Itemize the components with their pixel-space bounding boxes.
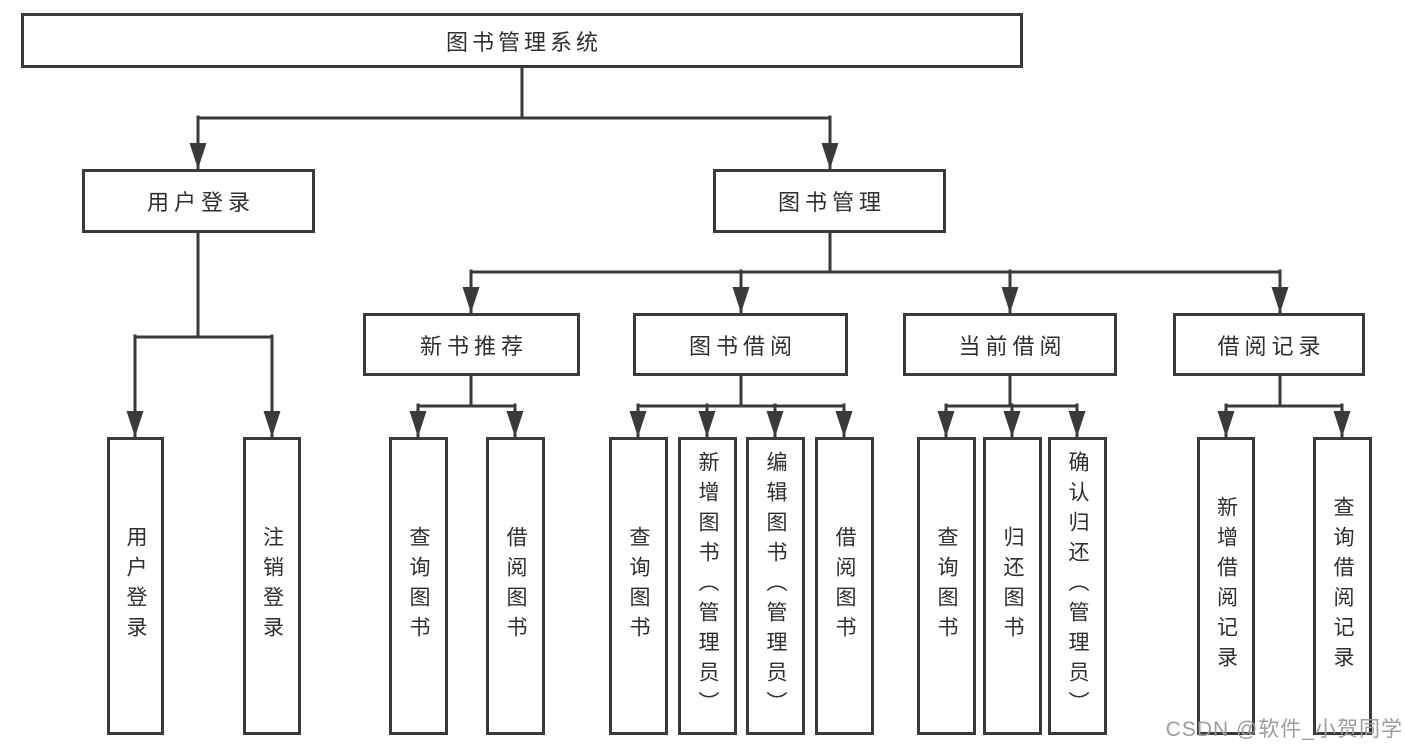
node-label: 借阅图书 <box>504 526 527 646</box>
node-book-management: 图书管理 <box>713 169 946 233</box>
node-borrowing-records: 借阅记录 <box>1173 313 1365 376</box>
connector-current-borrow-children <box>937 372 1086 438</box>
node-leaf-query-books-3: 查询图书 <box>917 437 976 735</box>
node-book-borrowing: 图书借阅 <box>633 313 848 376</box>
arrowhead <box>409 411 427 437</box>
node-leaf-borrow-books-1: 借阅图书 <box>486 437 545 735</box>
node-label: 确认归还（管理员） <box>1066 451 1089 721</box>
arrowhead <box>766 411 784 437</box>
node-leaf-return-books: 归还图书 <box>983 437 1042 735</box>
node-leaf-confirm-return-admin: 确认归还（管理员） <box>1048 437 1107 735</box>
arrowhead <box>937 411 955 437</box>
node-label: 用户登录 <box>146 190 255 215</box>
connector-root-to-level2 <box>189 64 839 170</box>
node-label: 查询图书 <box>935 526 958 646</box>
node-leaf-query-books-1: 查询图书 <box>389 437 448 735</box>
connector-new-books-children <box>409 372 524 438</box>
arrowhead <box>126 411 144 437</box>
arrowhead <box>263 411 281 437</box>
arrowhead <box>698 411 716 437</box>
node-label: 当前借阅 <box>958 333 1067 359</box>
node-leaf-logout: 注销登录 <box>243 437 301 735</box>
node-label: 借阅记录 <box>1217 333 1326 359</box>
node-label: 编辑图书（管理员） <box>764 451 787 721</box>
node-label: 新增借阅记录 <box>1214 496 1238 676</box>
csdn-watermark: CSDN @软件_小贺同学 <box>1165 718 1403 741</box>
node-user-login: 用户登录 <box>82 169 315 233</box>
node-label: 查询图书 <box>407 526 430 646</box>
arrowhead <box>629 411 647 437</box>
node-leaf-borrow-books-2: 借阅图书 <box>815 437 874 735</box>
connector-book-mgmt-children <box>462 229 1289 314</box>
node-label: 归还图书 <box>1001 526 1024 646</box>
node-leaf-edit-books-admin: 编辑图书（管理员） <box>746 437 805 735</box>
node-label: 新书推荐 <box>419 333 528 359</box>
arrowhead <box>1001 287 1019 313</box>
arrowhead <box>1003 411 1021 437</box>
node-label: 图书借阅 <box>688 333 797 359</box>
node-library-management-system: 图书管理系统 <box>21 13 1023 68</box>
node-label: 查询图书 <box>627 526 650 646</box>
node-leaf-add-borrow-record: 新增借阅记录 <box>1197 437 1255 735</box>
node-leaf-add-books-admin: 新增图书（管理员） <box>678 437 737 735</box>
node-label: 新增图书（管理员） <box>696 451 719 721</box>
arrowhead <box>189 143 207 169</box>
arrowhead <box>821 143 839 169</box>
arrowhead <box>732 287 750 313</box>
node-label: 图书管理系统 <box>445 29 602 55</box>
arrowhead <box>835 411 853 437</box>
connector-line <box>133 229 274 438</box>
node-label: 图书管理 <box>777 190 886 215</box>
arrowhead <box>1271 287 1289 313</box>
node-leaf-user-login: 用户登录 <box>107 437 164 735</box>
node-label: 借阅图书 <box>833 526 856 646</box>
node-label: 查询借阅记录 <box>1331 496 1354 676</box>
connector-line <box>636 372 846 438</box>
node-leaf-query-borrow-record: 查询借阅记录 <box>1313 437 1372 735</box>
connector-book-borrow-children <box>629 372 853 438</box>
node-label: 注销登录 <box>260 526 284 646</box>
node-label: 用户登录 <box>124 526 147 646</box>
connector-line <box>1224 372 1344 438</box>
node-leaf-query-books-2: 查询图书 <box>609 437 668 735</box>
arrowhead <box>1068 411 1086 437</box>
arrowhead <box>462 287 480 313</box>
connector-borrow-records-children <box>1217 372 1351 438</box>
connector-line <box>469 229 1282 314</box>
arrowhead <box>506 411 524 437</box>
arrowhead <box>1333 411 1351 437</box>
node-current-borrowing: 当前借阅 <box>903 313 1117 376</box>
connector-user-login-children <box>126 229 281 438</box>
node-new-book-recommend: 新书推荐 <box>363 313 580 376</box>
connector-line <box>416 372 517 438</box>
connector-line <box>196 64 832 170</box>
arrowhead <box>1217 411 1235 437</box>
